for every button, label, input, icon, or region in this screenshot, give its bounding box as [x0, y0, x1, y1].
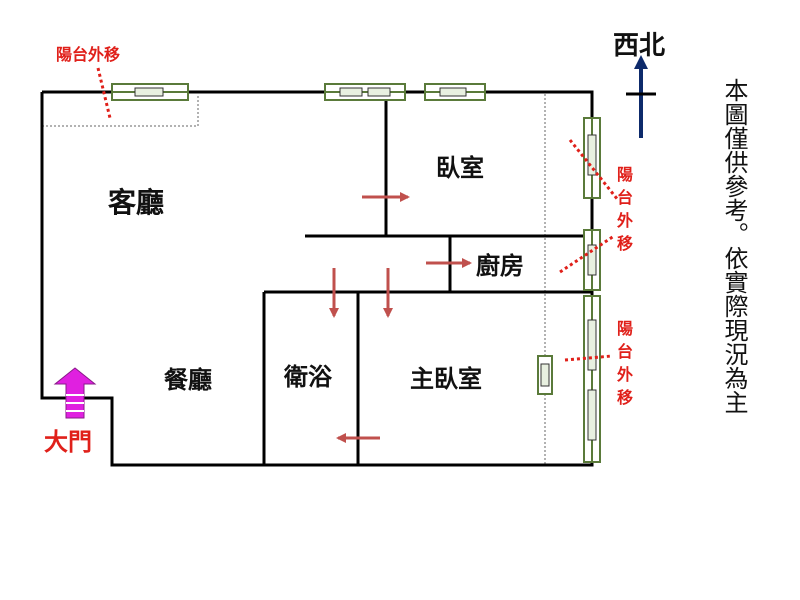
window-top-2: [424, 83, 486, 101]
room-kitchen-label: 廚房: [476, 252, 524, 280]
balcony-outline-top: [42, 94, 199, 127]
room-living-label: 客廳: [108, 186, 164, 219]
balcony-label-right-2-char: 外: [616, 365, 633, 384]
balcony-label-right-2: 陽 台 外 移: [616, 319, 633, 407]
balcony-label-right-1-char: 台: [617, 188, 633, 207]
window-master-inner: [537, 355, 553, 395]
window-top-1: [324, 83, 406, 101]
balcony-label-right-1-char: 陽: [617, 165, 633, 184]
disclaimer-note: 本圖僅供參考。依實際現況為主: [720, 78, 748, 414]
balcony-label-right-1: 陽 台 外 移: [616, 165, 633, 253]
balcony-label-right-2-char: 移: [617, 388, 633, 407]
room-bedroom-label: 臥室: [436, 154, 484, 182]
window-right-3: [583, 295, 601, 463]
room-bathroom-label: 衛浴: [283, 363, 333, 391]
balcony-label-right-2-char: 陽: [617, 319, 633, 338]
balcony-label-right-1-char: 外: [616, 211, 633, 230]
balcony-label-right-2-char: 台: [617, 342, 633, 361]
north-arrow: [626, 55, 656, 138]
window-right-2: [583, 229, 601, 291]
balcony-move-lines: [96, 67, 620, 362]
room-dining-label: 餐廳: [164, 366, 212, 394]
main-door-label: 大門: [44, 428, 92, 456]
window-right-1: [583, 117, 601, 199]
window-living: [111, 83, 189, 101]
flow-arrows: [329, 192, 472, 443]
balcony-label-top: 陽台外移: [56, 45, 120, 64]
balcony-label-right-1-char: 移: [617, 234, 633, 253]
main-door-arrow: [53, 367, 97, 419]
north-label: 西北: [613, 31, 665, 61]
room-master-bedroom-label: 主臥室: [410, 365, 482, 393]
